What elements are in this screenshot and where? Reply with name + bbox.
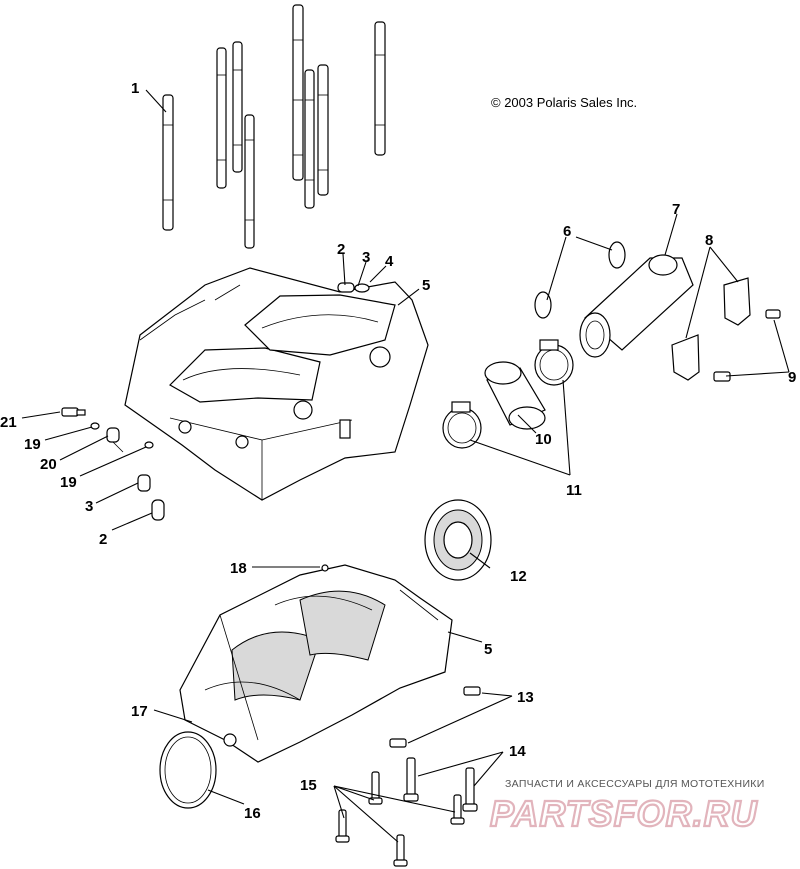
callout-5-top: 5 — [422, 277, 430, 294]
callout-13: 13 — [517, 689, 534, 706]
callout-19-b: 19 — [60, 474, 77, 491]
watermark: ЗАПЧАСТИ И АКСЕССУАРЫ ДЛЯ МОТОТЕХНИКИ PA… — [489, 778, 765, 835]
callout-17: 17 — [131, 703, 148, 720]
screw-9-lower — [713, 371, 731, 382]
cylinder-studs — [162, 4, 386, 249]
oil-seal-12 — [424, 499, 492, 581]
watermark-brand: PARTSFOR.RU — [490, 793, 758, 834]
dowel-2-bottom — [151, 499, 165, 521]
callout-2-top: 2 — [337, 241, 345, 258]
bolt-15-a — [368, 771, 383, 805]
stud — [244, 114, 255, 249]
bolt-14-a — [403, 757, 419, 802]
hose-assembly — [442, 241, 694, 449]
bolt-15-d — [393, 834, 408, 867]
bolt-21 — [61, 407, 86, 417]
callout-2-bottom: 2 — [99, 531, 107, 548]
callout-9: 9 — [788, 369, 796, 386]
clamp-11-a — [534, 339, 574, 386]
dowel-pin — [337, 282, 355, 293]
callout-21: 21 — [0, 414, 17, 431]
stud — [317, 64, 329, 196]
watermark-tagline: ЗАПЧАСТИ И АКСЕССУАРЫ ДЛЯ МОТОТЕХНИКИ — [505, 778, 765, 790]
callout-1: 1 — [131, 80, 139, 97]
callout-4: 4 — [385, 253, 394, 270]
intake-elbow-7 — [579, 254, 694, 358]
lower-crankcase — [179, 564, 453, 763]
o-ring-6-right — [608, 241, 626, 269]
plug-13-upper — [463, 686, 481, 696]
hose-10 — [484, 361, 546, 430]
copyright-notice: © 2003 Polaris Sales Inc. — [491, 95, 637, 110]
o-ring-16 — [159, 731, 217, 809]
o-ring — [354, 283, 370, 293]
leader-lines — [21, 89, 790, 843]
washer-19-b — [144, 441, 154, 449]
callout-3-bottom: 3 — [85, 498, 93, 515]
callout-6: 6 — [563, 223, 571, 240]
bolt-14-b — [462, 767, 478, 812]
callout-8: 8 — [705, 232, 713, 249]
callout-5-bottom: 5 — [484, 641, 492, 658]
callout-14: 14 — [509, 743, 526, 760]
stud — [304, 69, 315, 209]
plug-13-lower — [389, 738, 407, 748]
brackets-8 — [671, 277, 751, 381]
small-hardware-left — [61, 407, 165, 521]
callout-12: 12 — [510, 568, 527, 585]
callout-10: 10 — [535, 431, 552, 448]
fitting-20 — [106, 427, 124, 453]
callout-11: 11 — [566, 482, 582, 499]
callout-15: 15 — [300, 777, 317, 794]
callout-18: 18 — [230, 560, 247, 577]
callout-16: 16 — [244, 805, 261, 822]
washer-19-a — [90, 422, 100, 430]
callout-19-a: 19 — [24, 436, 41, 453]
callout-labels: 1 2 3 4 5 6 7 8 9 10 11 21 19 20 19 3 2 … — [0, 80, 796, 822]
screw-9-upper — [765, 309, 781, 319]
stud — [216, 47, 227, 189]
dowel-3-bottom — [137, 474, 151, 492]
stud — [292, 4, 304, 181]
stud — [232, 41, 243, 173]
clamp-11-b — [442, 401, 482, 449]
upper-crankcase — [124, 267, 429, 501]
callout-3-top: 3 — [362, 249, 370, 266]
stud — [162, 94, 174, 231]
callout-20: 20 — [40, 456, 57, 473]
stud — [374, 21, 386, 156]
callout-7: 7 — [672, 201, 680, 218]
bolt-15-b — [450, 794, 465, 825]
